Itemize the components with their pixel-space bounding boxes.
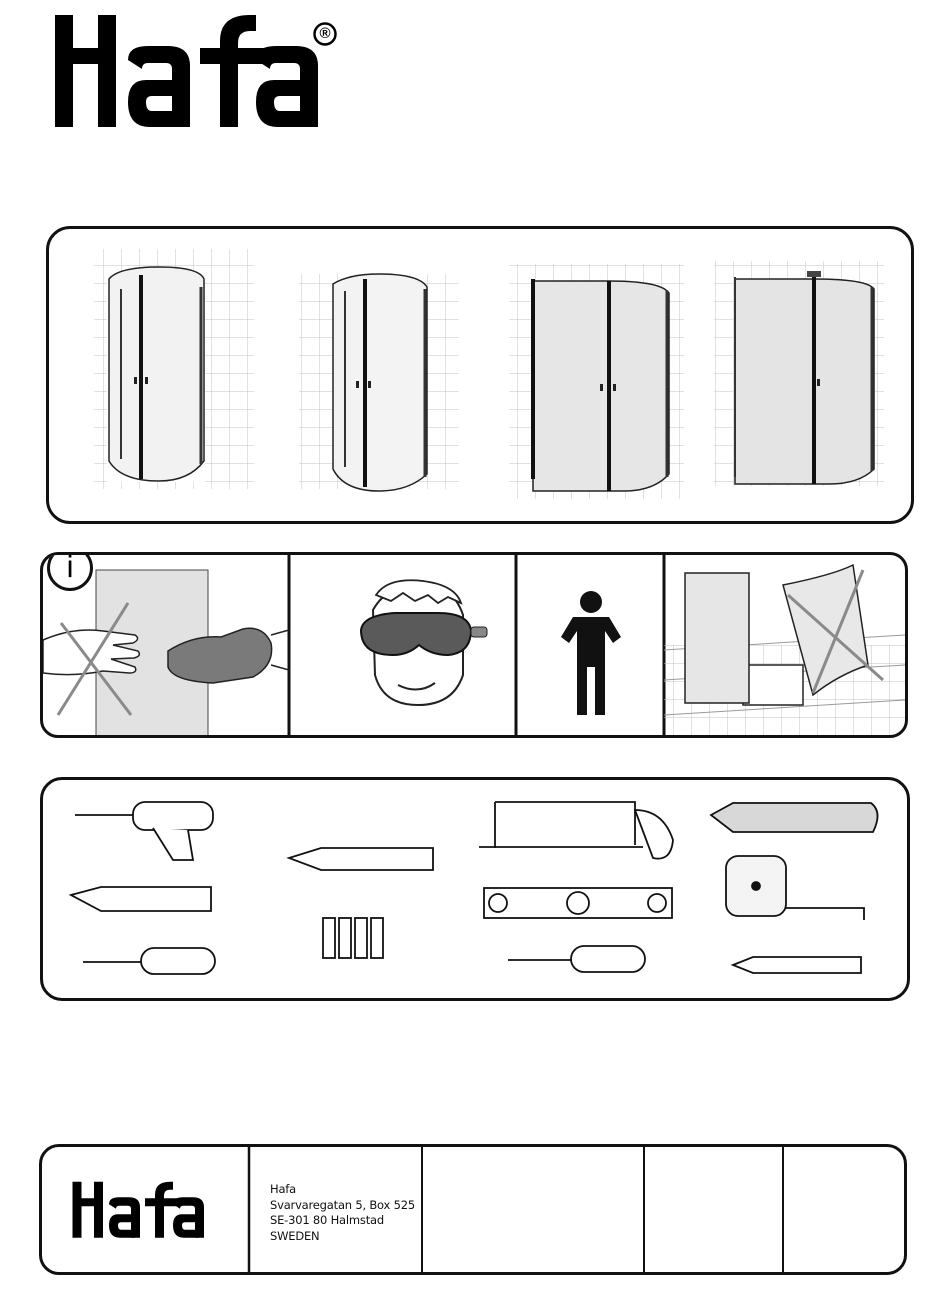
screwdriver-1 [83, 948, 215, 974]
footer-logo [70, 1178, 220, 1243]
silicone-tube-1 [71, 887, 211, 911]
gloves-required-illustration [43, 570, 289, 735]
registered-mark: ® [313, 22, 337, 46]
street-address: Svarvaregatan 5, Box 525 [270, 1198, 415, 1214]
shower-models-panel [46, 226, 914, 524]
tools-panel [40, 777, 910, 1001]
safety-info-panel: i [40, 552, 908, 738]
safety-goggles-illustration [361, 580, 487, 705]
shower-model-2-illustration [299, 274, 459, 491]
drill-illustration [75, 802, 213, 860]
screwdriver-2 [508, 946, 645, 972]
utility-knife [711, 803, 878, 832]
shower-model-4-illustration [714, 261, 884, 486]
shower-model-1-illustration [94, 249, 254, 489]
tape-measure [726, 856, 864, 920]
spirit-level [484, 888, 672, 918]
two-persons-illustration [561, 591, 621, 715]
shower-model-3-illustration [509, 264, 684, 499]
fragile-floor-illustration [664, 565, 905, 735]
pencil [733, 957, 861, 973]
hacksaw [479, 802, 673, 859]
silicone-tube-2 [289, 848, 433, 870]
company-address: Hafa Svarvaregatan 5, Box 525 SE-301 80 … [270, 1182, 415, 1244]
country: SWEDEN [270, 1229, 415, 1245]
brand-logo [50, 10, 350, 135]
info-icon: i [47, 552, 93, 591]
company-name: Hafa [270, 1182, 415, 1198]
city-postal: SE-301 80 Halmstad [270, 1213, 415, 1229]
spacer-blocks [323, 918, 383, 958]
